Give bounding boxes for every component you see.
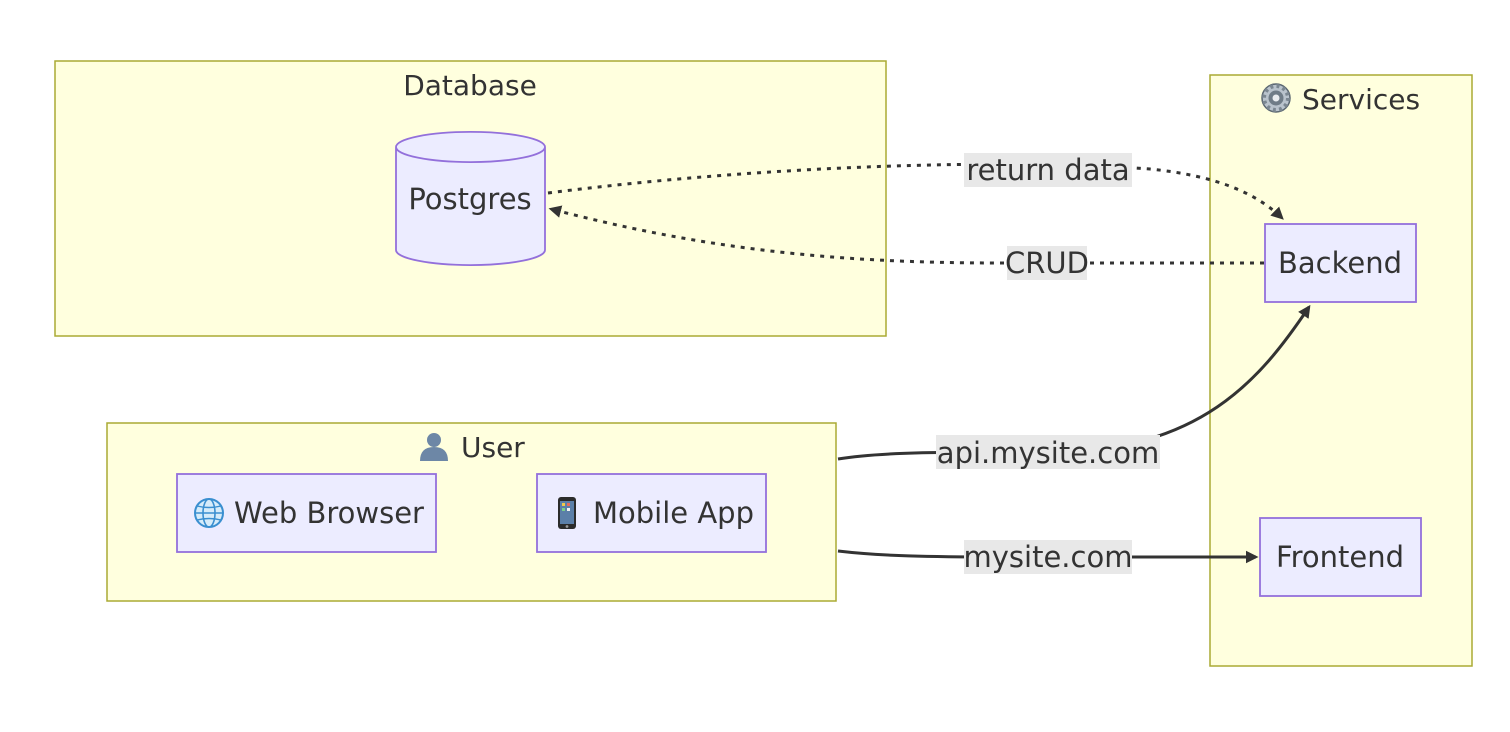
person-icon (420, 433, 448, 461)
edge-crud: CRUD (548, 205, 1264, 280)
edge-crud-label: CRUD (1005, 246, 1089, 280)
node-backend-box (1264, 223, 1417, 303)
cluster-database-title: Database (403, 69, 537, 102)
edge-return-data-label: return data (966, 153, 1129, 187)
node-web-browser: Web Browser (176, 473, 437, 553)
node-mobile-app: Mobile App (536, 473, 767, 553)
edge-api-label: api.mysite.com (937, 436, 1159, 470)
node-web-browser-label: Web Browser (234, 496, 424, 530)
node-mobile-app-label: Mobile App (593, 496, 754, 530)
node-postgres-cylinder (395, 131, 546, 266)
edge-site-label: mysite.com (964, 540, 1133, 574)
edge-site: mysite.com (837, 540, 1259, 574)
edge-site-label-bg (964, 540, 1132, 574)
globe-icon (194, 498, 224, 528)
node-frontend-label: Frontend (1276, 540, 1404, 574)
node-frontend: Frontend (1259, 517, 1422, 597)
edge-api: api.mysite.com (837, 304, 1311, 470)
cluster-user-title: User (461, 431, 525, 464)
edge-crud-line (548, 205, 1264, 265)
edge-return-data: return data (547, 153, 1284, 220)
node-postgres: Postgres (395, 131, 546, 266)
gear-icon (1261, 83, 1291, 113)
mobile-phone-icon (558, 497, 576, 529)
edge-return-data-label-bg (964, 153, 1132, 187)
node-backend: Backend (1264, 223, 1417, 303)
edge-api-label-bg (936, 435, 1160, 469)
node-backend-label: Backend (1278, 246, 1402, 280)
cluster-services-title: Services (1302, 83, 1420, 116)
edge-crud-label-bg (1007, 246, 1087, 280)
node-frontend-box (1259, 517, 1422, 597)
node-postgres-label: Postgres (408, 182, 531, 216)
